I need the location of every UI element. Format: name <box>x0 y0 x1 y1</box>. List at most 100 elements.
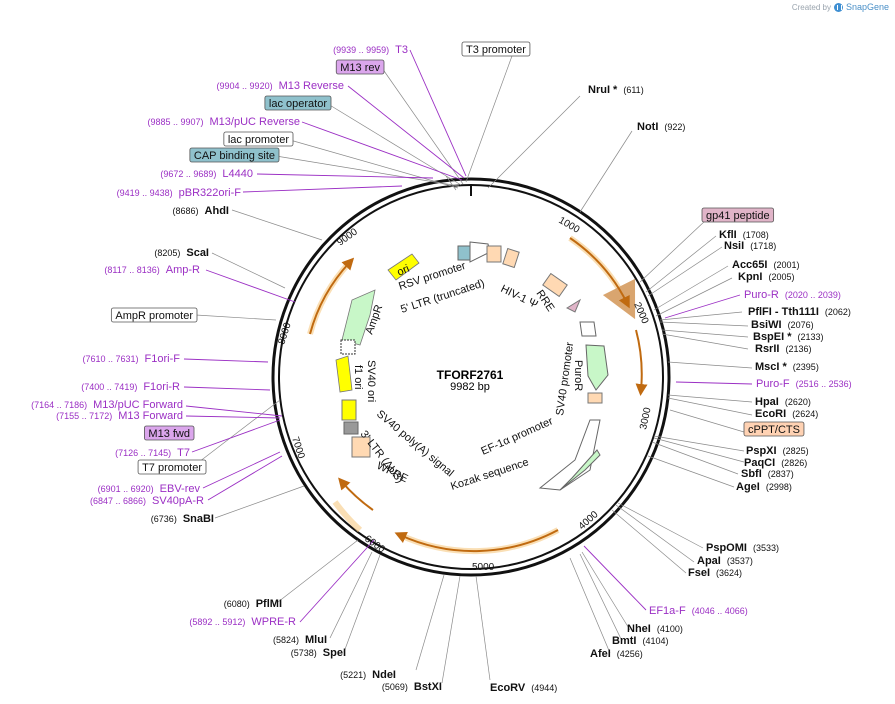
label-f1-ori: f1 ori <box>352 365 364 389</box>
site-amp-r: (8117 .. 8136)Amp-R <box>104 264 200 276</box>
label-ef1a: EF-1α promoter <box>479 415 555 458</box>
site-box <box>701 207 775 223</box>
site-name: PflFI - Tth111I <box>748 306 819 318</box>
site-box <box>189 147 280 163</box>
site-position: (8686) <box>173 206 199 216</box>
site-name: AgeI <box>736 481 760 493</box>
plasmid-size: 9982 bp <box>450 381 490 393</box>
site-position: (5069) <box>382 682 408 692</box>
site-name: PaqCI <box>744 457 775 469</box>
site-position: (4100) <box>657 624 683 634</box>
site-name: SpeI <box>323 647 346 659</box>
site-position: (5824) <box>273 635 299 645</box>
site-name: WPRE-R <box>251 616 296 628</box>
site-name: M13/pUC Forward <box>93 399 183 411</box>
snapgene-logo-icon <box>833 2 843 12</box>
site-m13-forward: (7155 .. 7172)M13 Forward <box>56 410 183 422</box>
site-name: Amp-R <box>166 264 200 276</box>
site-nhei: (4100)NheI <box>627 623 683 635</box>
site-acc65i: (2001)Acc65I <box>732 259 800 271</box>
site-position: (922) <box>664 122 685 132</box>
inner-features <box>335 241 609 491</box>
site-t7: (7126 .. 7145)T7 <box>115 447 190 459</box>
site-box <box>223 131 294 147</box>
site-position: (9419 .. 9438) <box>117 188 173 198</box>
site-ef1a-f: (4046 .. 4066)EF1a-F <box>649 605 748 617</box>
site-position: (3537) <box>727 556 753 566</box>
site-name: ScaI <box>186 247 209 259</box>
site-name: PflMI <box>256 598 282 610</box>
site-position: (2516 .. 2536) <box>796 379 852 389</box>
site-name: L4440 <box>222 168 253 180</box>
site-name: ApaI <box>697 555 721 567</box>
site-name: CAP binding site <box>194 150 275 162</box>
site-box <box>335 59 385 75</box>
label-kozak: Kozak sequence <box>449 456 530 493</box>
site-name: BspEI * <box>753 331 792 343</box>
site-name: MluI <box>305 634 327 646</box>
leader-lines <box>194 55 753 684</box>
site-position: (1708) <box>743 230 769 240</box>
site-ampr-promoter: AmpR promoter <box>110 307 198 323</box>
site-position: (1718) <box>750 241 776 251</box>
site-nsii: (1718)NsiI <box>724 240 776 252</box>
site-name: BmtI <box>612 635 636 647</box>
site-position: (4944) <box>531 683 557 693</box>
credit-text: Created by <box>791 2 831 12</box>
site-position: (4046 .. 4066) <box>692 606 748 616</box>
credit-brand: SnapGene <box>845 2 889 12</box>
site-sbfi: (2837)SbfI <box>741 468 794 480</box>
site-bspei: (2133)BspEI * <box>753 331 824 343</box>
site-msci: (2395)MscI * <box>755 361 819 373</box>
site-name: Puro-F <box>756 378 790 390</box>
site-pflfi-tth111i: (2062)PflFI - Tth111I <box>748 306 851 318</box>
site-name: T7 promoter <box>142 462 202 474</box>
site-ecorv: (4944)EcoRV <box>490 682 557 694</box>
site-t7-promoter: T7 promoter <box>137 459 207 475</box>
site-nrui: (611)NruI * <box>588 84 644 96</box>
site-name: SbfI <box>741 468 762 480</box>
site-position: (6901 .. 6920) <box>98 484 154 494</box>
site-kfli: (1708)KflI <box>719 229 769 241</box>
site-gp41-peptide: gp41 peptide <box>701 207 775 223</box>
site-m13-puc-forward: (7164 .. 7186)M13/pUC Forward <box>31 399 183 411</box>
site-t3: (9939 .. 9959)T3 <box>333 44 408 56</box>
site-name: HpaI <box>755 396 779 408</box>
site-position: (2825) <box>783 446 809 456</box>
site-name: lac promoter <box>228 134 289 146</box>
site-name: M13 fwd <box>148 428 190 440</box>
site-rsrii: (2136)RsrII <box>755 343 811 355</box>
site-position: (9904 .. 9920) <box>217 81 273 91</box>
site-name: M13 Forward <box>118 410 183 422</box>
site-snabi: (6736)SnaBI <box>151 513 214 525</box>
site-scai: (8205)ScaI <box>154 247 209 259</box>
site-puro-f: (2516 .. 2536) Puro-F <box>756 378 852 390</box>
site-t3-promoter: T3 promoter <box>461 41 531 57</box>
site-position: (9672 .. 9689) <box>160 169 216 179</box>
site-name: AfeI <box>590 648 611 660</box>
site-name: lac operator <box>269 98 327 110</box>
site-position: (5738) <box>291 648 317 658</box>
site-name: BsiWI <box>751 319 782 331</box>
site-name: EcoRI <box>755 408 786 420</box>
backbone-outer <box>271 177 671 577</box>
label-ori: ori <box>395 263 411 279</box>
site-agei: (2998)AgeI <box>736 481 792 493</box>
site-cppt-cts: cPPT/CTS <box>743 421 805 437</box>
site-m13-puc-reverse: (9885 .. 9907)M13/pUC Reverse <box>147 116 300 128</box>
site-apai: (3537) ApaI <box>697 555 753 567</box>
site-pbr322ori-f: (9419 .. 9438)pBR322ori-F <box>117 187 242 199</box>
site-cap-binding-site: CAP binding site <box>189 147 280 163</box>
tick-2000: 2000 <box>631 301 650 326</box>
site-mlui: (5824) MluI <box>273 634 327 646</box>
tick-6000: 6000 <box>362 534 387 556</box>
site-noti: (922) NotI <box>637 121 685 133</box>
site-name: M13/pUC Reverse <box>210 116 300 128</box>
site-box <box>137 459 207 475</box>
site-box <box>144 425 195 441</box>
site-position: (2620) <box>785 397 811 407</box>
site-pflmi: (6080)PflMI <box>224 598 282 610</box>
site-fsei: (3624)FseI <box>688 567 742 579</box>
site-name: NotI <box>637 121 658 133</box>
